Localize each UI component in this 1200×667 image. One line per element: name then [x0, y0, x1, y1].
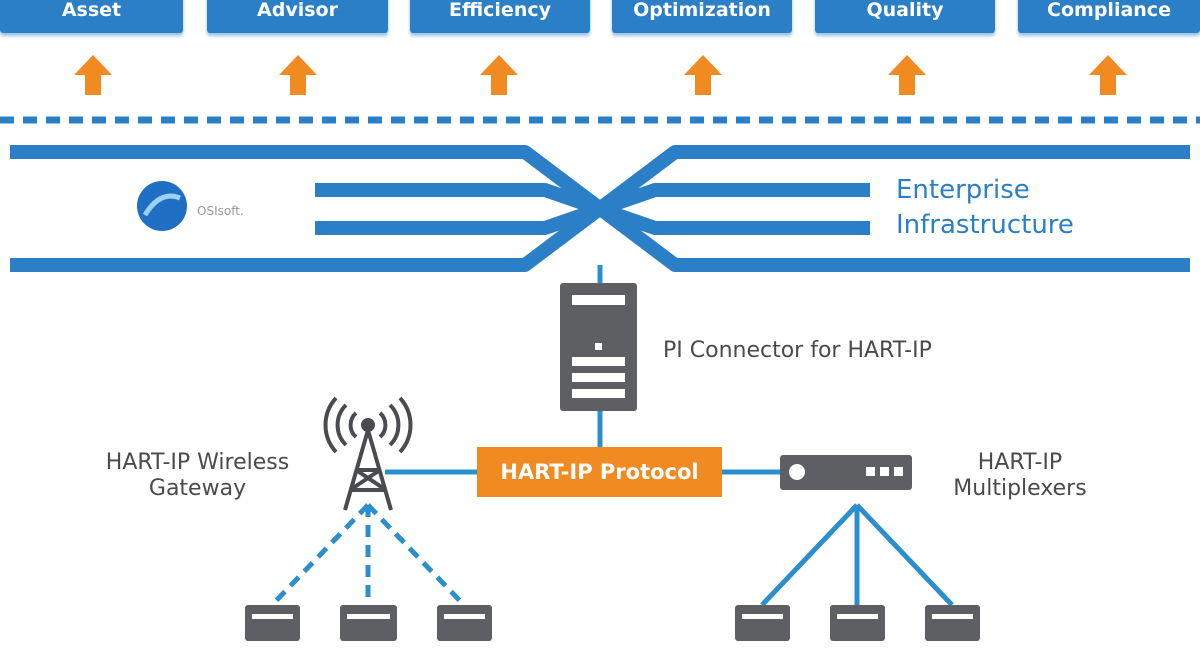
- up-arrow-icon: [279, 55, 317, 95]
- osisoft-logo: [137, 181, 187, 231]
- box-quality: Quality: [815, 0, 995, 33]
- up-arrow-icon: [1089, 55, 1127, 95]
- box-asset: Asset: [0, 0, 183, 33]
- field-devices: [245, 605, 980, 641]
- device-icon: [245, 605, 300, 641]
- box-advisor: Advisor: [207, 0, 388, 33]
- up-arrow-icon: [480, 55, 518, 95]
- up-arrows: [74, 55, 1127, 95]
- server-icon: [560, 283, 637, 411]
- device-icon: [830, 605, 885, 641]
- box-optimization: Optimization: [612, 0, 792, 33]
- box-compliance: Compliance: [1018, 0, 1200, 33]
- device-icon: [735, 605, 790, 641]
- multiplexer-icon: [780, 455, 912, 490]
- device-icon: [925, 605, 980, 641]
- wireless-tower-icon: [323, 396, 413, 511]
- box-efficiency: Efficiency: [410, 0, 590, 33]
- up-arrow-icon: [888, 55, 926, 95]
- up-arrow-icon: [74, 55, 112, 95]
- pi-connector-label: PI Connector for HART-IP: [663, 338, 932, 363]
- device-icon: [437, 605, 492, 641]
- connections: [270, 265, 954, 607]
- device-icon: [340, 605, 397, 641]
- enterprise-network-lines: [10, 145, 1190, 272]
- osisoft-logo-text: OSIsoft.: [197, 204, 244, 218]
- up-arrow-icon: [684, 55, 722, 95]
- hart-ip-protocol-box: HART-IP Protocol: [477, 447, 722, 497]
